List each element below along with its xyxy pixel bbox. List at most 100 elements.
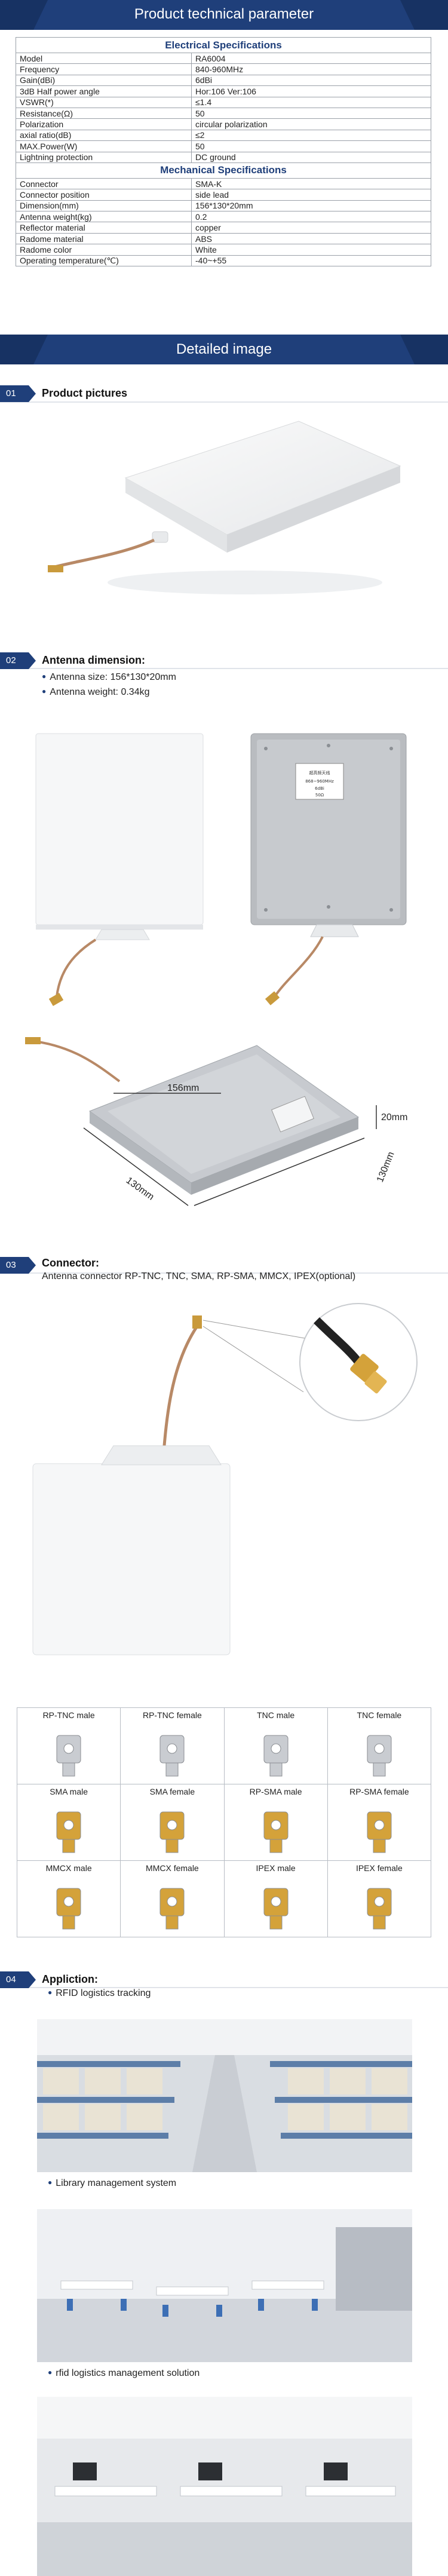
sticker-line-2: 868~960MHz (305, 779, 334, 784)
sticker-line-3: 6dBi (315, 786, 324, 791)
electrical-heading: Electrical Specifications (16, 37, 431, 53)
section-title-1: Product pictures (42, 387, 128, 399)
application-label-2: Library management system (48, 2178, 176, 2189)
spec-value: ≤2 (191, 129, 431, 142)
spec-row: MAX.Power(W)50 (16, 140, 431, 152)
mechanical-heading: Mechanical Specifications (16, 162, 431, 179)
connector-icon (263, 1888, 289, 1930)
spec-value: ≤1.4 (191, 96, 431, 108)
application-label-1: RFID logistics tracking (48, 1988, 151, 1999)
spec-key: Radome color (16, 244, 192, 256)
connector-label: MMCX female (146, 1863, 199, 1873)
connector-cell: IPEX male (223, 1860, 328, 1937)
dim-height: 130mm (124, 1175, 156, 1202)
antenna-weight-text: Antenna weight: 0.34kg (42, 687, 149, 698)
spec-value: ABS (191, 232, 431, 245)
connector-icon (159, 1735, 185, 1777)
section-title-2: Antenna dimension: (42, 654, 146, 666)
connector-desc: Antenna connector RP-TNC, TNC, SMA, RP-S… (42, 1271, 356, 1281)
connector-icon (56, 1811, 81, 1853)
connector-label: TNC male (257, 1710, 295, 1720)
spec-key: Lightning protection (16, 151, 192, 163)
dim-side: 130mm (375, 1151, 397, 1184)
connector-label: RP-SMA female (349, 1787, 409, 1796)
spec-key: Dimension(mm) (16, 200, 192, 212)
spec-value: RA6004 (191, 52, 431, 65)
connector-label: IPEX female (355, 1863, 403, 1873)
spec-key: Model (16, 52, 192, 65)
spec-value: 50 (191, 107, 431, 119)
connector-cell: MMCX male (16, 1860, 121, 1937)
section-number-1: 01 (0, 385, 36, 402)
spec-key: Operating temperature(℃) (16, 254, 192, 267)
sticker-line-4: 50Ω (315, 793, 324, 798)
connector-label: RP-TNC female (142, 1710, 202, 1720)
spec-value: Hor:106 Ver:106 (191, 85, 431, 97)
header-banner: Product technical parameter (0, 0, 448, 30)
connector-icon (367, 1735, 392, 1777)
connector-label: SMA male (50, 1787, 88, 1796)
connector-label: RP-SMA male (249, 1787, 302, 1796)
spec-value: White (191, 244, 431, 256)
spec-key: Polarization (16, 118, 192, 130)
connector-icon (159, 1811, 185, 1853)
section-number-4: 04 (0, 1971, 36, 1988)
spec-row: Dimension(mm)156*130*20mm (16, 200, 431, 212)
spec-value: 0.2 (191, 211, 431, 223)
spec-value: side lead (191, 189, 431, 201)
spec-key: axial ratio(dB) (16, 129, 192, 142)
section-title-3: Connector: (42, 1257, 99, 1269)
spec-value: circular polarization (191, 118, 431, 130)
detail-banner-title: Detailed image (176, 341, 272, 357)
dim-depth: 20mm (381, 1112, 407, 1123)
spec-key: 3dB Half power angle (16, 85, 192, 97)
spec-key: Connector position (16, 189, 192, 201)
connector-label: MMCX male (45, 1863, 92, 1873)
spec-row: Antenna weight(kg)0.2 (16, 211, 431, 223)
connector-cell: TNC male (223, 1707, 328, 1784)
connector-label: TNC female (357, 1710, 402, 1720)
connector-label: SMA female (149, 1787, 195, 1796)
spec-value: -40~+55 (191, 254, 431, 267)
spec-key: Reflector material (16, 222, 192, 234)
spec-key: Radome material (16, 232, 192, 245)
connector-cell: RP-SMA male (223, 1784, 328, 1861)
office-photo (37, 2397, 412, 2576)
connector-icon (56, 1888, 81, 1930)
connector-table: RP-TNC male RP-TNC female TNC male TNC fema… (16, 1707, 432, 1937)
connector-label: RP-TNC male (42, 1710, 95, 1720)
spec-key: Connector (16, 177, 192, 190)
connector-icon (56, 1735, 81, 1777)
connector-cell: RP-SMA female (327, 1784, 432, 1861)
connector-icon (263, 1735, 289, 1777)
spec-value: SMA-K (191, 177, 431, 190)
spec-value: DC ground (191, 151, 431, 163)
connector-icon (367, 1888, 392, 1930)
spec-value: copper (191, 222, 431, 234)
spec-key: VSWR(*) (16, 96, 192, 108)
detail-banner: Detailed image (0, 335, 448, 364)
header-title: Product technical parameter (134, 6, 314, 22)
sticker-line-1: 超高频天线 (309, 770, 330, 775)
application-label-3: rfid logistics management solution (48, 2368, 200, 2379)
connector-label: IPEX male (256, 1863, 296, 1873)
spec-key: MAX.Power(W) (16, 140, 192, 152)
connector-cell: MMCX female (120, 1860, 225, 1937)
dim-width: 156mm (167, 1083, 199, 1093)
connector-icon (263, 1811, 289, 1853)
connector-antenna-photo (32, 1303, 418, 1655)
section-number-3: 03 (0, 1257, 36, 1274)
antenna-dimension-photo: 156mm 130mm 20mm 130mm (25, 1037, 407, 1206)
spec-value: 6dBi (191, 74, 431, 87)
spec-row: VSWR(*)≤1.4 (16, 96, 431, 108)
